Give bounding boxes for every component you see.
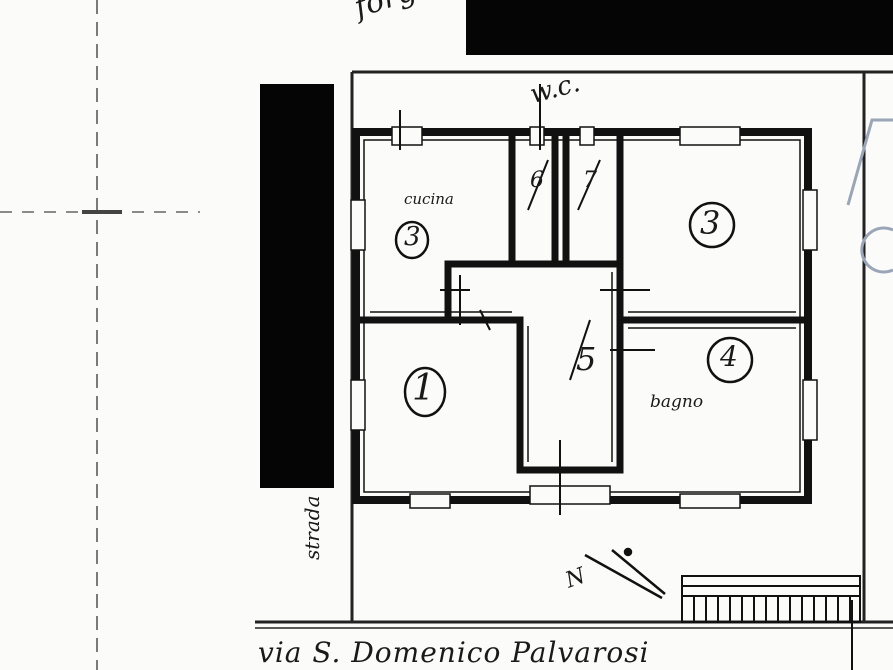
door-marks [399,84,655,515]
room-6-number: 6 [530,168,544,193]
faint-stamp [846,118,893,274]
bagno-label: bagno [650,392,704,412]
cucina-label: cucina [404,190,454,208]
room-4-number: 4 [720,340,738,373]
room-7-number: 7 [583,168,597,193]
redaction-bar-left [260,84,334,488]
street-name: via S. Domenico Palvarosi [258,636,650,669]
side-note: strada [300,495,324,560]
room-circles [394,201,754,418]
redaction-bar-top [466,0,893,55]
room-3-number: 3 [700,204,721,242]
north-arrow [584,547,666,600]
room-1-number: 1 [412,368,435,409]
room-3-small-number: 3 [404,222,421,252]
interior-walls [356,132,808,474]
room-5-number: 5 [576,340,597,378]
staircase [681,575,861,670]
